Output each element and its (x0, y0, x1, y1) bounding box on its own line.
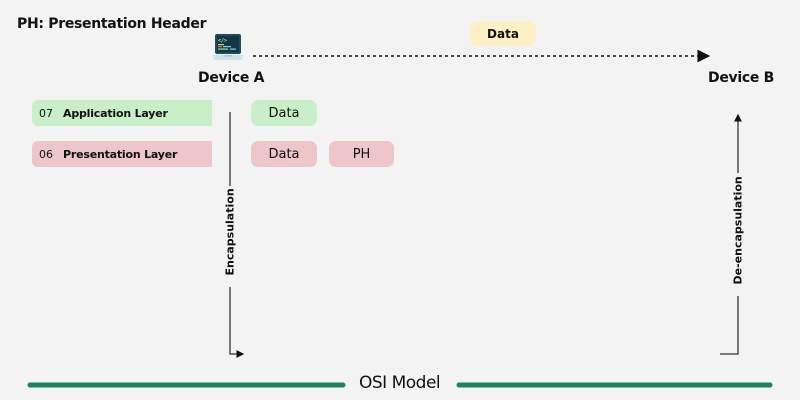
layer-name: Application Layer (63, 106, 168, 120)
encapsulation-label: Encapsulation (223, 188, 237, 276)
encapsulation-arrow (229, 287, 245, 358)
application-data-unit: Data (251, 100, 317, 126)
layer-number: 07 (39, 106, 53, 120)
deencapsulation-label: De-encapsulation (731, 176, 745, 285)
deencapsulation-line-bottom (720, 296, 739, 355)
application-layer: 07 Application Layer (32, 100, 212, 126)
presentation-layer: 06 Presentation Layer (32, 141, 212, 167)
presentation-data-unit: Data (251, 141, 317, 167)
transmitted-data-badge: Data (470, 21, 536, 46)
laptop-code-icon: </> (212, 34, 244, 60)
layer-name: Presentation Layer (63, 147, 178, 161)
osi-model-label: OSI Model (359, 373, 441, 393)
presentation-header-unit: PH (329, 141, 394, 167)
svg-text:</>: </> (218, 38, 227, 44)
device-a-label: Device A (198, 70, 265, 86)
layer-number: 06 (39, 147, 53, 161)
device-b-label: Device B (708, 70, 774, 86)
legend-title: PH: Presentation Header (17, 16, 207, 32)
